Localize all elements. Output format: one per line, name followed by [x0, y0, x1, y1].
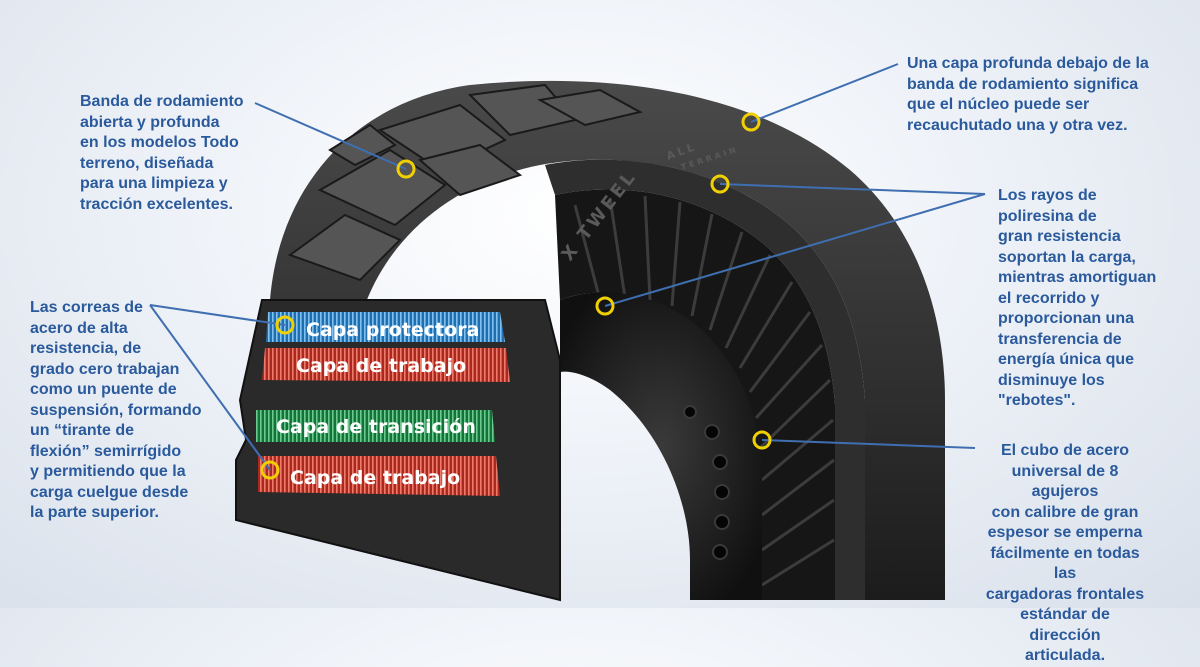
layer-protective-label: Capa protectora [306, 319, 479, 341]
hub [560, 292, 762, 600]
layer-working-bottom-label: Capa de trabajo [290, 467, 460, 489]
leader-lines [149, 63, 986, 471]
marker-spokes-a [710, 174, 730, 194]
leader-core [750, 63, 899, 123]
marker-core [741, 112, 761, 132]
section-shell [235, 299, 561, 602]
leader-hub [761, 439, 976, 449]
cross-section: Capa protectora Capa de trabajo Capa de … [235, 299, 561, 602]
tread-outer [270, 80, 945, 600]
annotation-hub: El cubo de acero universal de 8 agujeros… [985, 442, 1145, 664]
leader-tread [254, 102, 407, 170]
hub-bolt-holes [683, 405, 730, 560]
annotation-core: Una capa profunda debajo de la banda de … [907, 55, 1149, 134]
marker-belts-a [275, 315, 295, 335]
tire-body: X TWEEL ALL TERRAIN [270, 80, 945, 601]
annotation-tread: Banda de rodamiento abierta y profunda e… [80, 93, 244, 213]
leader-spokes-a [719, 183, 986, 195]
marker-hub [752, 430, 772, 450]
spokes [573, 195, 835, 587]
leader-spokes-b [604, 193, 986, 307]
tweel-diagram: X TWEEL ALL TERRAIN Capa protectora Capa… [149, 63, 986, 602]
layer-working-top-band [262, 348, 510, 382]
leader-belts-b [149, 304, 271, 471]
layer-transition-band [256, 410, 495, 442]
marker-belts-b [260, 460, 280, 480]
layer-protective-band [266, 312, 505, 342]
marker-spokes-b [595, 296, 615, 316]
layer-working-bottom-band [258, 456, 500, 496]
markers [260, 112, 772, 480]
marker-tread [396, 159, 416, 179]
layer-working-top-label: Capa de trabajo [296, 355, 466, 377]
annotation-spokes: Los rayos de poliresina de gran resisten… [998, 187, 1157, 409]
annotation-belts: Las correas de acero de alta resistencia… [30, 299, 202, 521]
leader-belts-a [149, 304, 286, 326]
layer-transition-label: Capa de transición [276, 416, 476, 438]
